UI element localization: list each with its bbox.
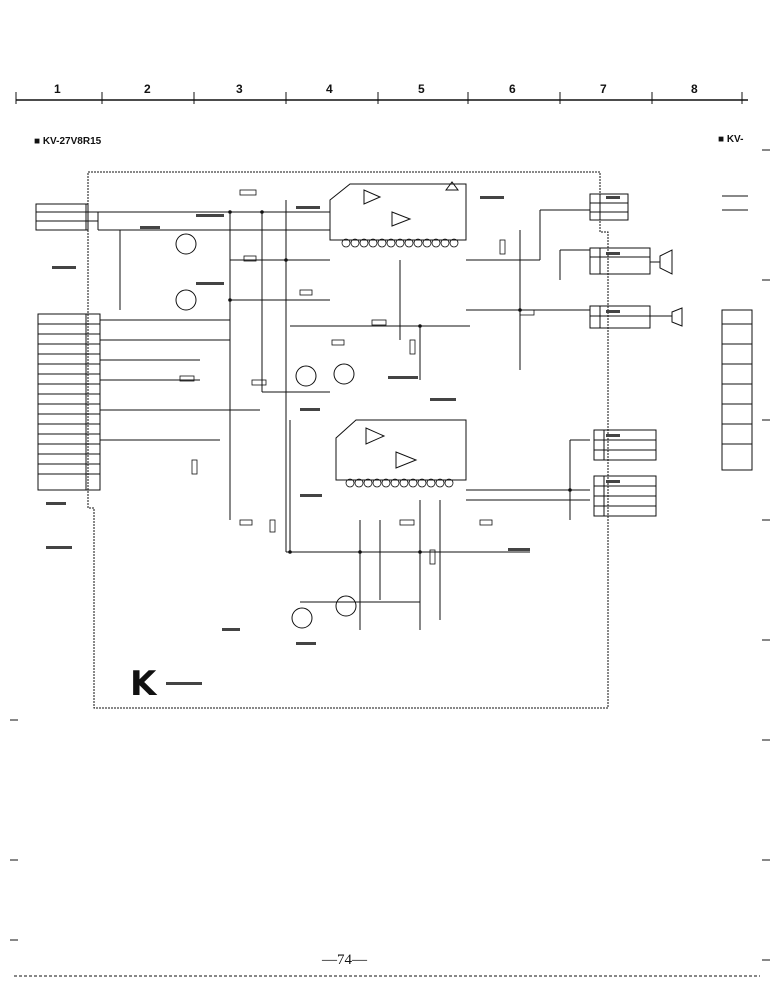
ruler-ticks — [15, 92, 743, 104]
connector-right-lower — [593, 475, 657, 517]
connector-right-mid — [593, 429, 657, 461]
connector-right-top — [589, 193, 629, 221]
transistors — [175, 233, 357, 629]
page-number: —74— — [322, 952, 367, 968]
connector-edge-right — [721, 195, 753, 471]
component-label-placeholders — [46, 196, 620, 685]
model-title-right: ■ KV- — [718, 134, 744, 145]
board-section-letter: K — [130, 664, 157, 704]
margin-ticks-right — [762, 149, 770, 961]
model-title-left-text: KV-27V8R15 — [42, 136, 102, 147]
grid-column-2: 2 — [144, 82, 151, 96]
grid-column-1: 1 — [54, 82, 61, 96]
connector-left-top — [35, 203, 99, 231]
grid-column-7: 7 — [600, 82, 607, 96]
margin-ticks-left — [10, 719, 18, 941]
connector-left-main — [37, 313, 101, 491]
grid-column-6: 6 — [509, 82, 516, 96]
board-outline — [87, 171, 609, 709]
ic-lower-amplifier — [335, 419, 467, 488]
grid-column-3: 3 — [236, 82, 243, 96]
passive-components — [179, 189, 535, 565]
junction-dots — [228, 210, 572, 554]
schematic-wires — [98, 200, 590, 630]
model-title-right-text: KV- — [726, 134, 744, 145]
model-title-left: ■ KV-27V8R15 — [34, 136, 102, 147]
connector-right-speaker-2 — [589, 305, 683, 329]
grid-column-5: 5 — [418, 82, 425, 96]
connector-right-speaker-1 — [589, 247, 673, 275]
grid-column-4: 4 — [326, 82, 333, 96]
ic-upper-amplifier — [329, 181, 467, 248]
grid-column-8: 8 — [691, 82, 698, 96]
